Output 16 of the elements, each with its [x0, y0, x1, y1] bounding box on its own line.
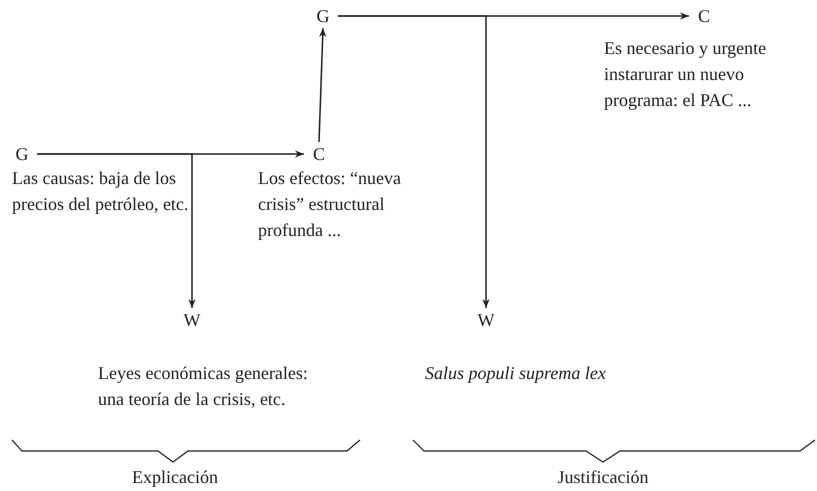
node-caption: Es necesario y urgente instarurar un nuevo programa: el PAC ... [604, 37, 768, 112]
arrow [338, 15, 490, 308]
node-letter: W [177, 308, 207, 332]
section-label: Justificación [556, 466, 650, 488]
node-letter: C [304, 142, 334, 166]
node-letter: C [689, 4, 719, 28]
node-letter: W [471, 308, 501, 332]
node-letter: G [7, 142, 37, 166]
arrow [37, 153, 196, 308]
node-caption: Leyes económicas generales: una teoría de la crisis, etc. [98, 362, 309, 411]
arrow [318, 28, 326, 142]
node-caption: Salus populi suprema lex [425, 362, 607, 385]
section-label: Explicación [131, 466, 219, 488]
node-caption: Los efectos: “nueva crisis” estructural profunda ... [258, 167, 402, 242]
node-letter: G [308, 4, 338, 28]
node-caption: Las causas: baja de los precios del petróleo, etc. [12, 167, 190, 216]
